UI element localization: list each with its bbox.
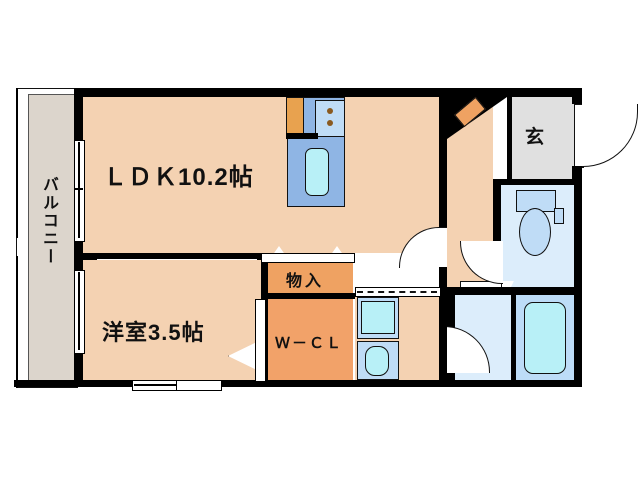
wall-bath-divider bbox=[511, 295, 516, 380]
bathtub bbox=[524, 302, 566, 374]
entrance-label: 玄 bbox=[525, 127, 545, 148]
room-closet bbox=[268, 299, 353, 380]
exterior-wall-left-mid bbox=[74, 238, 83, 270]
balcony-rail-left-upper bbox=[16, 88, 18, 238]
wall-toilet-top bbox=[493, 179, 582, 185]
ldk-balcony-window[interactable] bbox=[74, 140, 85, 242]
exterior-wall-left-bottom bbox=[74, 352, 83, 387]
balcony-floor bbox=[28, 94, 78, 382]
storage-door-marker-right bbox=[330, 246, 344, 256]
storage-door-panel[interactable] bbox=[261, 253, 355, 263]
room-storage bbox=[268, 260, 353, 293]
balcony-label: バルコニー bbox=[40, 176, 57, 266]
exterior-wall-top bbox=[74, 88, 582, 97]
bath-corner-wedge bbox=[511, 262, 574, 287]
ldk-balcony-window-center bbox=[74, 188, 83, 190]
ldk-balcony-window-mullion bbox=[78, 142, 80, 238]
front-door-swing-arc bbox=[582, 104, 638, 167]
ldk-label: ＬＤＫ10.2帖 bbox=[103, 164, 254, 191]
wall-ldk-bedroom bbox=[83, 253, 353, 260]
kitchen-back-wall bbox=[286, 133, 318, 139]
exterior-wall-right bbox=[574, 88, 582, 387]
closet-door-jamb[interactable] bbox=[255, 299, 266, 382]
wall-utility-right bbox=[439, 267, 447, 387]
gas-stove bbox=[315, 100, 345, 137]
bedroom-bottom-window-right[interactable] bbox=[176, 380, 222, 391]
room-entrance bbox=[512, 97, 574, 179]
storage-door-marker-left bbox=[272, 246, 286, 256]
closet-label: Ｗ－ＣＬ bbox=[275, 335, 344, 352]
balcony-rail-left-lower bbox=[16, 256, 18, 388]
refrigerator-space bbox=[286, 97, 304, 137]
bedroom-label: 洋室3.5帖 bbox=[102, 320, 205, 345]
toilet-bowl bbox=[519, 208, 551, 256]
bedroom-window-mullion bbox=[78, 272, 80, 350]
room-bedroom bbox=[83, 260, 261, 380]
front-door-jamb-top bbox=[572, 93, 582, 104]
storage-label: 物入 bbox=[286, 273, 325, 290]
washing-machine-drum bbox=[361, 301, 395, 334]
wall-ldk-hall bbox=[439, 97, 447, 227]
kitchen-sink bbox=[305, 148, 329, 196]
wall-closet-top bbox=[261, 293, 355, 299]
wall-toilet-left bbox=[493, 179, 501, 287]
wash-basin-bowl bbox=[365, 346, 389, 376]
stove-burner-rear-icon bbox=[327, 108, 333, 114]
bedroom-balcony-window[interactable] bbox=[74, 270, 85, 354]
stove-burner-front-icon bbox=[327, 120, 333, 126]
utility-sliding-door-track bbox=[357, 291, 437, 293]
toilet-lever bbox=[554, 208, 564, 224]
wall-bath-top bbox=[447, 287, 582, 295]
wall-entrance-left bbox=[507, 97, 512, 179]
exterior-wall-bottom bbox=[14, 380, 582, 387]
room-ldk bbox=[83, 97, 439, 253]
exterior-wall-left-top bbox=[74, 88, 83, 142]
front-door-jamb-bottom bbox=[572, 166, 582, 179]
wall-storage-left bbox=[261, 253, 268, 293]
